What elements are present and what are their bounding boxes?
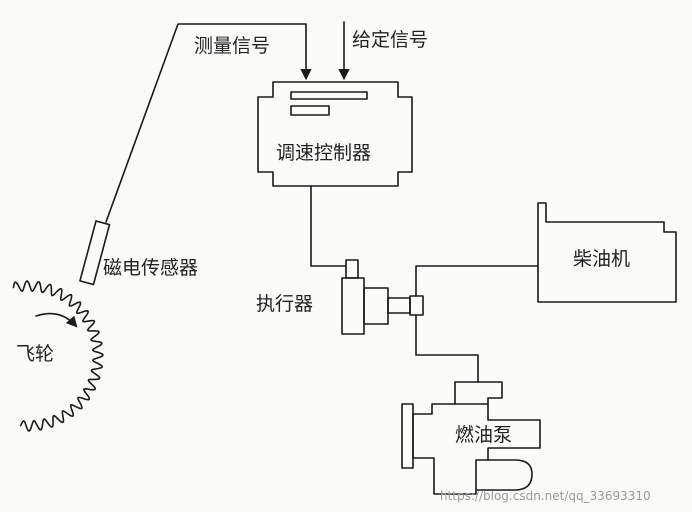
fuel-pump-top [454, 381, 503, 405]
flywheel-gear-arc [12, 280, 104, 432]
actuator-top-stub [345, 259, 359, 279]
fuel-pump-body [412, 403, 541, 495]
controller-indicator-bar-2 [290, 105, 330, 116]
actuator-shaft [387, 297, 411, 314]
actuator-flange [409, 295, 424, 316]
actuator-step [363, 287, 389, 325]
watermark-text: https://blog.csdn.net/qq_33693310 [440, 489, 651, 503]
linkage-to-engine [415, 265, 539, 297]
speed-controller-box [257, 81, 413, 187]
fuel-pump-rounded-outlet [475, 459, 533, 491]
magnetic-sensor-label: 磁电传感器 [103, 257, 199, 279]
measure-signal-label: 测量信号 [194, 35, 271, 57]
controller-indicator-bar-1 [290, 91, 368, 100]
actuator-body [341, 277, 365, 335]
flywheel-rotation-arrow [35, 312, 78, 328]
actuator-label: 执行器 [256, 293, 314, 315]
linkage-to-pump [415, 314, 479, 383]
diesel-engine-label: 柴油机 [573, 248, 631, 270]
controller-to-actuator-wire [310, 185, 347, 267]
magnetic-sensor-probe [79, 220, 111, 286]
given-signal-label: 给定信号 [352, 29, 429, 51]
fuel-pump-label: 燃油泵 [455, 424, 513, 446]
speed-controller-label: 调速控制器 [276, 142, 372, 164]
flywheel-label: 飞轮 [16, 343, 55, 365]
diesel-engine-body [537, 202, 677, 303]
fuel-pump-left-plate [401, 403, 414, 469]
measure-signal-wire [105, 23, 312, 223]
